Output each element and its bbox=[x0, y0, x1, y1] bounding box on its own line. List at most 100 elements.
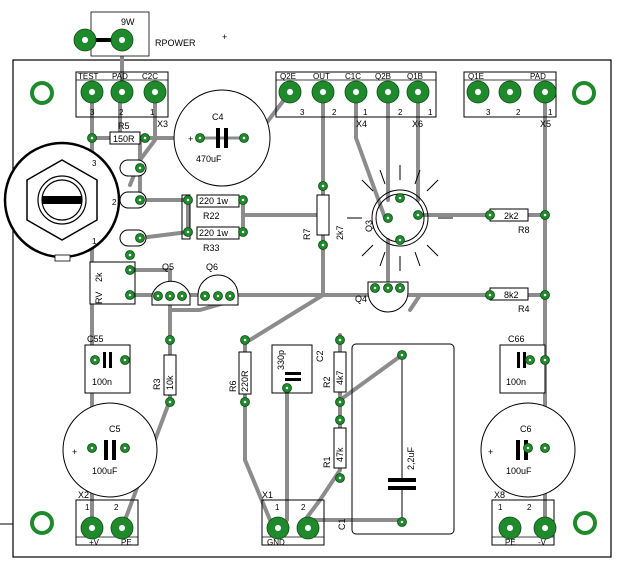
cap-outline bbox=[351, 343, 455, 535]
pin-num: 1 bbox=[548, 108, 553, 117]
pin-label-gnd: GND bbox=[267, 538, 285, 547]
cap-outline bbox=[62, 402, 158, 498]
pad-drill bbox=[398, 238, 402, 242]
pad-drill bbox=[156, 294, 160, 298]
mounting-holes bbox=[30, 81, 597, 535]
resistor-body bbox=[316, 194, 330, 236]
ref-q4: Q4 bbox=[355, 294, 367, 304]
pin-label-test: TEST bbox=[78, 72, 99, 81]
pad-drill bbox=[168, 338, 172, 342]
pad-drill bbox=[338, 476, 342, 480]
ref-rv: RV bbox=[94, 292, 104, 304]
ref-r7: R7 bbox=[302, 228, 312, 240]
resistor-r22: 220 1w R22 bbox=[196, 194, 240, 221]
pad-drill bbox=[304, 524, 312, 532]
pad-drill bbox=[319, 88, 327, 96]
pin-num: 3 bbox=[90, 108, 95, 117]
connector-x2: 1 2 +V PE X2 bbox=[75, 490, 139, 547]
potentiometer: 3 2 1 bbox=[3, 141, 147, 262]
pad-drill bbox=[90, 136, 94, 140]
pad-drill bbox=[118, 88, 126, 96]
pad-drill bbox=[243, 338, 247, 342]
rpower-value: 9W bbox=[121, 17, 135, 27]
value-c5: 100uF bbox=[92, 466, 118, 476]
cap-outline bbox=[271, 344, 313, 394]
pad-drill bbox=[338, 400, 342, 404]
board-outline bbox=[12, 59, 612, 558]
pin-label-q1b: Q1B bbox=[407, 72, 423, 81]
pad-drill bbox=[285, 386, 289, 390]
value-c4: 470uF bbox=[196, 154, 222, 164]
pot-pin-label: 3 bbox=[92, 159, 97, 168]
pot-pin-label: 2 bbox=[112, 198, 117, 207]
pad-drill bbox=[321, 184, 325, 188]
value-r33: 220 1w bbox=[199, 228, 229, 238]
pin-num: 2 bbox=[114, 503, 119, 512]
connector-body bbox=[261, 499, 325, 546]
capacitor-c1: 2,2uF C1 bbox=[337, 343, 455, 535]
pad-drill bbox=[118, 524, 126, 532]
ref-q3: Q3 bbox=[364, 220, 374, 232]
value-c55: 100n bbox=[92, 377, 112, 387]
pot-slot bbox=[42, 196, 82, 204]
pad-drill bbox=[243, 400, 247, 404]
pad-drill bbox=[488, 293, 492, 297]
value-r6: 220R bbox=[240, 370, 250, 392]
pad-drill bbox=[138, 236, 142, 240]
connector-body bbox=[75, 71, 169, 118]
pad-drill bbox=[398, 196, 402, 200]
pin-label-q2e: Q2E bbox=[280, 72, 296, 81]
pad-drill bbox=[128, 253, 132, 257]
value-r3: 10k bbox=[165, 375, 175, 390]
pin-num: 2 bbox=[398, 108, 403, 117]
pad-drill bbox=[352, 88, 360, 96]
pad-drill bbox=[541, 88, 549, 96]
pad-drill bbox=[138, 166, 142, 170]
pad-drill bbox=[286, 88, 294, 96]
pin-num: 1 bbox=[275, 503, 280, 512]
capacitor-c5: C5 100uF + bbox=[62, 402, 158, 498]
value-c1: 2,2uF bbox=[406, 446, 416, 470]
value-r8: 2k2 bbox=[504, 211, 519, 221]
pin-num: 2 bbox=[301, 503, 306, 512]
resistor-r3: R3 10k bbox=[152, 354, 177, 396]
pad-drill bbox=[414, 88, 422, 96]
mounting-hole bbox=[30, 81, 54, 105]
ref-q6: Q6 bbox=[206, 262, 218, 272]
resistor-body bbox=[333, 427, 347, 469]
ref-r8: R8 bbox=[518, 225, 530, 235]
pad-drill bbox=[128, 293, 132, 297]
pot-pin-label: 1 bbox=[92, 237, 97, 246]
pad-drill bbox=[242, 136, 246, 140]
trace bbox=[138, 230, 190, 240]
ref-r6: R6 bbox=[228, 380, 238, 392]
ref-r33: R33 bbox=[203, 243, 220, 253]
ref-r3: R3 bbox=[152, 378, 162, 390]
pad-drill bbox=[128, 268, 132, 272]
ref-x5: X5 bbox=[540, 119, 551, 129]
pad-drill bbox=[528, 358, 532, 362]
pin-num: 2 bbox=[119, 108, 124, 117]
rpower: 9W RPOWER + bbox=[85, 11, 227, 57]
ref-r2: R2 bbox=[322, 376, 332, 388]
pin-num: 2 bbox=[516, 108, 521, 117]
ref-c1: C1 bbox=[337, 518, 347, 530]
pad-drill bbox=[400, 353, 404, 357]
pad-drill bbox=[386, 216, 390, 220]
trace bbox=[338, 353, 404, 402]
ref-r22: R22 bbox=[203, 211, 220, 221]
pin-num: 2 bbox=[332, 108, 337, 117]
pad-drill bbox=[186, 230, 190, 234]
ref-x6: X6 bbox=[412, 119, 423, 129]
plus-sign: + bbox=[188, 134, 193, 144]
pad-drill bbox=[168, 294, 172, 298]
ref-c5: C5 bbox=[109, 424, 121, 434]
pad-drill bbox=[321, 243, 325, 247]
ref-r1: R1 bbox=[322, 456, 332, 468]
pad-drill bbox=[241, 198, 245, 202]
value-rv: 2k bbox=[94, 272, 104, 282]
pad-drill bbox=[506, 524, 514, 532]
cap-plate bbox=[216, 128, 220, 148]
pad-drill bbox=[400, 520, 404, 524]
